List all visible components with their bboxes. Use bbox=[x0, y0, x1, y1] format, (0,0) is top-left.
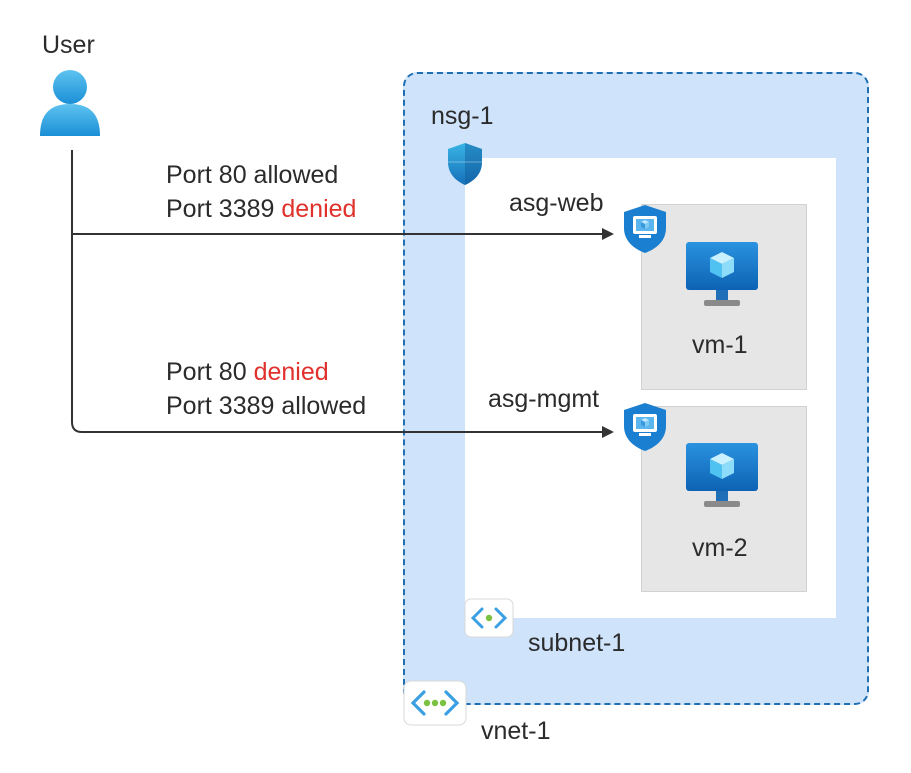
flow-mgmt-port3389-label: Port 3389 allowed bbox=[166, 392, 367, 420]
vm-2-label: vm-2 bbox=[692, 534, 748, 562]
shield-icon bbox=[448, 143, 482, 185]
asg-web-icon bbox=[624, 205, 666, 253]
asg-mgmt-label: asg-mgmt bbox=[488, 385, 600, 413]
user-icon bbox=[40, 70, 100, 136]
nsg-label: nsg-1 bbox=[431, 102, 494, 130]
denied-status: denied bbox=[281, 195, 357, 223]
vnet-icon bbox=[403, 680, 467, 726]
vnet-label: vnet-1 bbox=[481, 717, 551, 745]
vm-1-monitor-icon bbox=[686, 242, 758, 306]
subnet-label: subnet-1 bbox=[528, 629, 626, 657]
asg-mgmt-icon bbox=[624, 403, 666, 451]
asg-web-label: asg-web bbox=[509, 189, 604, 217]
denied-status: denied bbox=[253, 358, 329, 386]
vm-1-label: vm-1 bbox=[692, 331, 748, 359]
flow-web-port80-label: Port 80 allowed bbox=[166, 161, 339, 189]
vm-2-monitor-icon bbox=[686, 443, 758, 507]
subnet-icon bbox=[464, 598, 514, 638]
flow-web-port3389-label: Port 3389 denied bbox=[166, 195, 357, 223]
flow-line-trunk bbox=[71, 150, 83, 433]
flow-mgmt-port80-label: Port 80 denied bbox=[166, 358, 329, 386]
user-label: User bbox=[42, 31, 95, 59]
